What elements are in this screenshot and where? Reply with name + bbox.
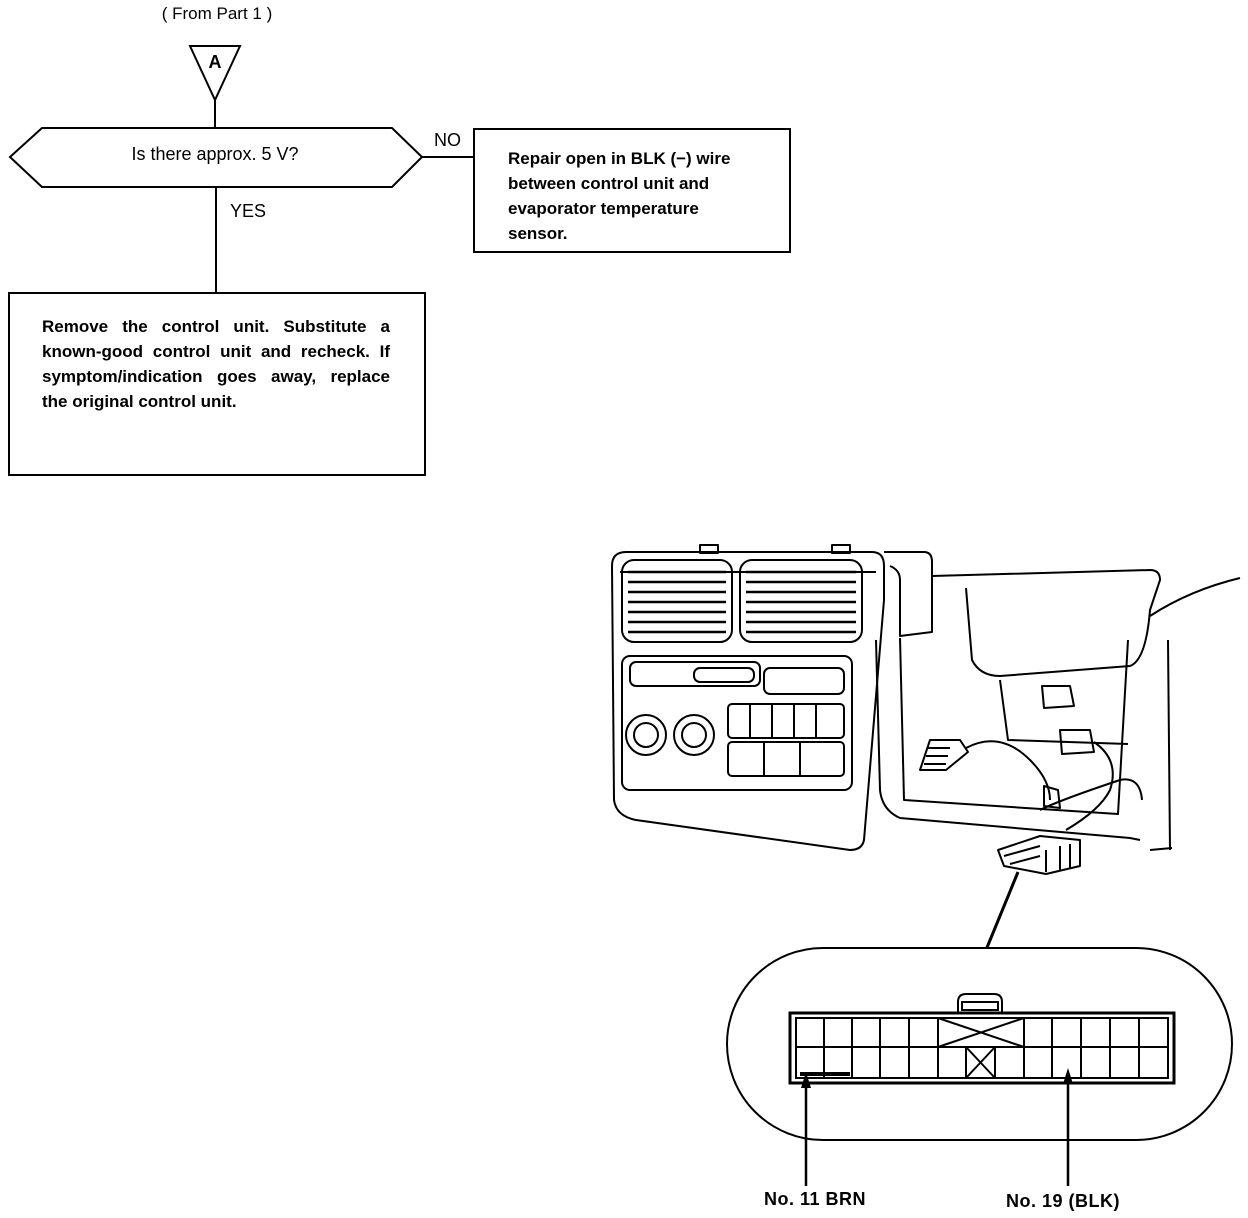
callout-oval xyxy=(726,947,1233,1141)
connector-face xyxy=(788,1011,1176,1085)
yes-label: YES xyxy=(230,201,267,221)
pin-19-label: No. 19 (BLK) xyxy=(1006,1191,1120,1211)
decision-question: Is there approx. 5 V? xyxy=(131,144,299,164)
pin-11-label: No. 11 BRN xyxy=(764,1189,867,1209)
dashboard-illustration xyxy=(611,544,1241,951)
yes-action-box: Remove the control unit. Substitute a kn… xyxy=(8,292,426,476)
no-label: NO xyxy=(434,130,461,150)
connector-triangle xyxy=(188,45,242,103)
connector-letter: A xyxy=(208,52,222,72)
from-part-label: ( From Part 1 ) xyxy=(161,4,273,23)
connector-callout xyxy=(726,947,1233,1186)
no-action-box: Repair open in BLK (−) wire between cont… xyxy=(473,128,791,253)
